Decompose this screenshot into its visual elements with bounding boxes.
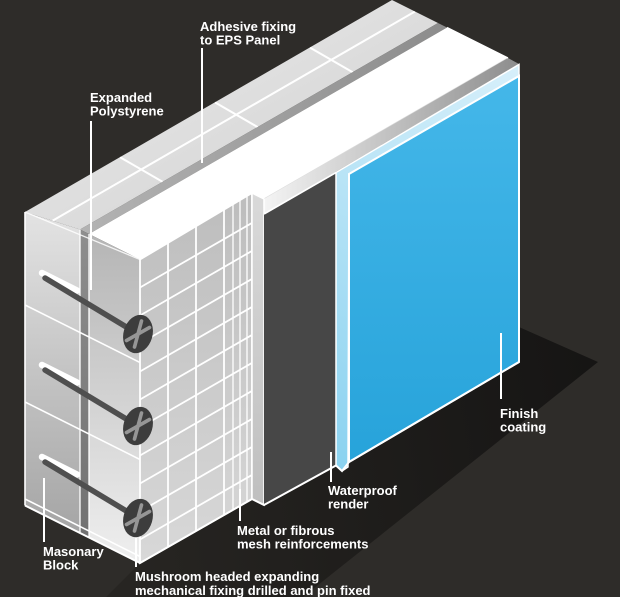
fixing-2: [38, 361, 153, 446]
masonry-top-joints: [52, 10, 416, 222]
fixing-1: [38, 269, 153, 354]
fixing-3: [38, 453, 153, 538]
label-finish: Finish coating: [500, 406, 546, 435]
label-eps-line1: Expanded: [90, 90, 152, 105]
mushroom-head-cross-icon: [124, 411, 152, 441]
label-mesh: Metal or fibrous mesh reinforcements: [237, 523, 369, 552]
label-masonry-line1: Masonary: [43, 544, 104, 559]
fixing-pin: [42, 459, 141, 521]
label-mesh-line1: Metal or fibrous: [237, 523, 335, 538]
fixing-groove: [38, 453, 81, 478]
label-adhesive: Adhesive fixing to EPS Panel: [200, 19, 296, 48]
eps-top-band: [89, 27, 508, 260]
label-finish-line1: Finish: [500, 406, 538, 421]
leader-lines: [43, 48, 502, 567]
labels: Adhesive fixing to EPS Panel Expanded Po…: [43, 19, 546, 597]
label-adhesive-line2: to EPS Panel: [200, 33, 280, 48]
fixing-groove: [38, 269, 81, 294]
fixing-pin: [42, 367, 141, 429]
mushroom-head-cross-icon: [124, 503, 152, 533]
fixing-pin: [42, 275, 141, 337]
top-cut-seam: [446, 26, 509, 59]
adhesive-top-band: [80, 23, 447, 234]
label-masonry: Masonary Block: [43, 544, 104, 573]
label-mushroom-line1: Mushroom headed expanding: [135, 569, 319, 584]
label-eps-line2: Polystyrene: [90, 104, 164, 119]
label-mesh-line2: mesh reinforcements: [237, 537, 369, 552]
label-mushroom: Mushroom headed expanding mechanical fix…: [135, 569, 371, 597]
label-adhesive-line1: Adhesive fixing: [200, 19, 296, 34]
mushroom-fixings: [38, 269, 153, 538]
label-render: Waterproof render: [328, 483, 398, 512]
render-top-band: [264, 58, 519, 214]
label-mushroom-line2: mechanical fixing drilled and pin fixed: [135, 583, 371, 597]
eps-left-edge: [89, 234, 140, 563]
bottom-edge-seam: [24, 361, 520, 565]
label-eps: Expanded Polystyrene: [90, 90, 164, 119]
ground-shadow: [106, 327, 598, 597]
label-masonry-line2: Block: [43, 558, 79, 573]
mushroom-head-cross-icon: [124, 319, 152, 349]
fixing-groove: [38, 361, 81, 386]
label-render-line2: render: [328, 497, 368, 512]
render-top-seam: [263, 171, 337, 215]
wall-top-surface: [25, 0, 519, 260]
render-left-strip: [251, 191, 265, 507]
front-faces: [24, 63, 520, 565]
top-left-arris: [24, 211, 141, 261]
label-finish-line2: coating: [500, 420, 546, 435]
waterproof-render-face: [264, 172, 336, 505]
label-render-line1: Waterproof: [328, 483, 398, 498]
adhesive-left-edge: [80, 229, 89, 538]
